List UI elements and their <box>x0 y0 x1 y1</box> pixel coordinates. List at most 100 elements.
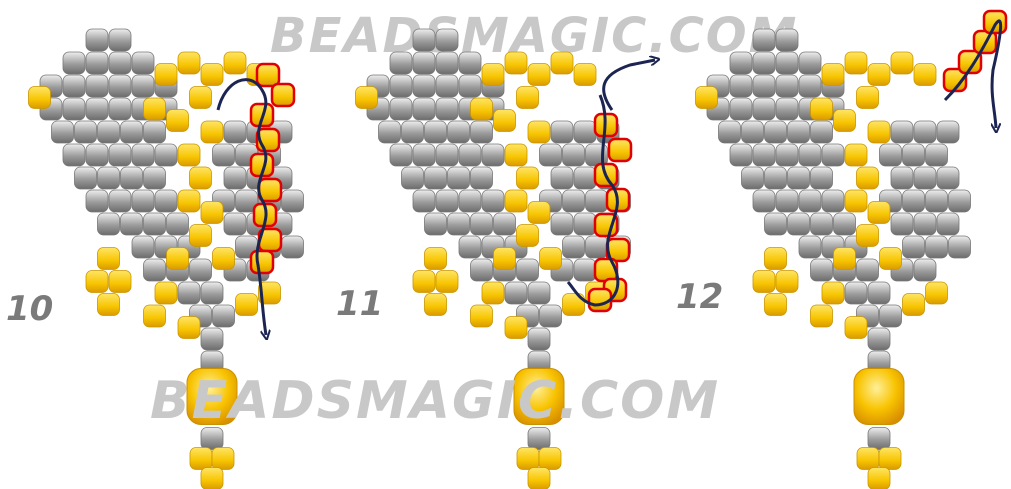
gray-bead <box>822 144 844 166</box>
gray-bead <box>949 190 971 212</box>
gray-bead <box>282 236 304 258</box>
gold-bead <box>765 248 787 270</box>
gray-bead <box>914 121 936 143</box>
gold-bead <box>528 64 550 86</box>
gray-bead <box>540 144 562 166</box>
gray-bead <box>903 190 925 212</box>
gray-bead <box>63 98 85 120</box>
gray-bead <box>891 121 913 143</box>
gray-bead <box>937 167 959 189</box>
gray-bead <box>799 144 821 166</box>
highlighted-bead <box>272 84 294 106</box>
gray-bead <box>132 190 154 212</box>
watermark-top: BEADSMAGIC.COM <box>270 8 798 64</box>
gold-bead <box>212 448 234 470</box>
watermark-bottom: BEADSMAGIC.COM <box>150 371 720 431</box>
gray-bead <box>753 98 775 120</box>
gray-bead <box>109 29 131 51</box>
gray-bead <box>448 121 470 143</box>
gold-bead <box>98 294 120 316</box>
gray-bead <box>98 213 120 235</box>
gray-bead <box>155 144 177 166</box>
gray-bead <box>213 305 235 327</box>
gray-bead <box>413 190 435 212</box>
gray-bead <box>788 167 810 189</box>
gray-bead <box>224 167 246 189</box>
gray-bead <box>436 144 458 166</box>
gray-bead <box>563 190 585 212</box>
gray-bead <box>86 29 108 51</box>
highlighted-bead <box>251 251 273 273</box>
gray-bead <box>86 144 108 166</box>
gray-bead <box>436 98 458 120</box>
gray-bead <box>178 282 200 304</box>
gold-bead <box>517 448 539 470</box>
gold-bead <box>144 98 166 120</box>
gray-bead <box>811 259 833 281</box>
gray-bead <box>402 121 424 143</box>
gray-bead <box>494 213 516 235</box>
gray-bead <box>880 144 902 166</box>
gray-bead <box>459 190 481 212</box>
gray-bead <box>86 75 108 97</box>
gray-bead <box>742 121 764 143</box>
gray-bead <box>402 167 424 189</box>
gold-bead <box>857 448 879 470</box>
gold-bead <box>540 248 562 270</box>
gray-bead <box>765 121 787 143</box>
gold-bead <box>528 468 550 489</box>
gold-bead <box>178 190 200 212</box>
gold-bead <box>494 248 516 270</box>
gold-bead <box>505 144 527 166</box>
gray-bead <box>776 98 798 120</box>
gray-bead <box>379 121 401 143</box>
gold-bead <box>696 87 718 109</box>
gray-bead <box>730 144 752 166</box>
gray-bead <box>190 259 212 281</box>
gold-bead <box>868 202 890 224</box>
gray-bead <box>811 213 833 235</box>
gray-bead <box>109 75 131 97</box>
gray-bead <box>563 144 585 166</box>
gold-bead <box>178 317 200 339</box>
gold-bead <box>425 248 447 270</box>
highlighted-bead <box>257 64 279 86</box>
gold-bead <box>857 167 879 189</box>
gold-bead <box>879 448 901 470</box>
gray-bead <box>63 144 85 166</box>
gray-bead <box>144 167 166 189</box>
gray-bead <box>586 190 608 212</box>
gray-bead <box>719 121 741 143</box>
gray-bead <box>776 190 798 212</box>
gray-bead <box>563 236 585 258</box>
gray-bead <box>753 144 775 166</box>
gold-bead <box>224 52 246 74</box>
gray-bead <box>155 190 177 212</box>
gray-bead <box>730 75 752 97</box>
gray-bead <box>167 213 189 235</box>
gold-bead <box>178 52 200 74</box>
gray-bead <box>144 121 166 143</box>
gray-bead <box>98 121 120 143</box>
gold-bead <box>845 144 867 166</box>
gray-bead <box>132 52 154 74</box>
gray-bead <box>413 98 435 120</box>
gray-bead <box>63 75 85 97</box>
gray-bead <box>144 213 166 235</box>
gray-bead <box>109 190 131 212</box>
gray-bead <box>949 236 971 258</box>
gold-bead <box>201 64 223 86</box>
gold-bead <box>109 271 131 293</box>
gold-bead <box>425 294 447 316</box>
gray-bead <box>413 29 435 51</box>
gray-bead <box>471 121 493 143</box>
gold-bead <box>880 248 902 270</box>
gold-bead <box>155 282 177 304</box>
gold-bead <box>178 144 200 166</box>
gray-bead <box>742 167 764 189</box>
highlighted-bead <box>609 139 631 161</box>
gold-bead <box>471 305 493 327</box>
gold-bead <box>926 282 948 304</box>
gray-bead <box>98 167 120 189</box>
gray-bead <box>903 236 925 258</box>
